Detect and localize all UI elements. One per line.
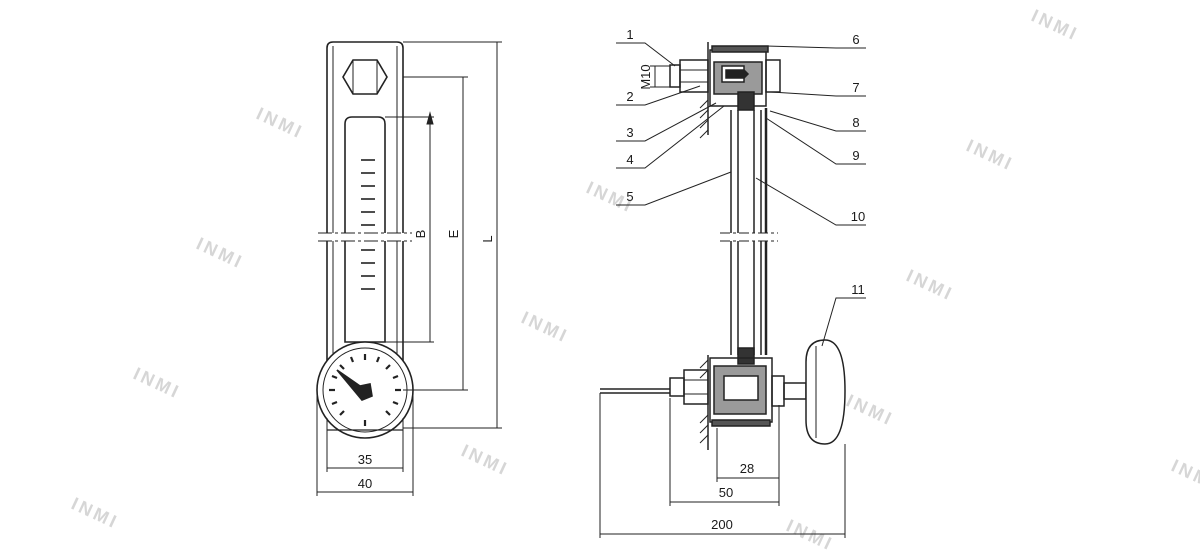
callout-3: 3 <box>626 125 633 140</box>
leader-6 <box>765 45 866 49</box>
watermark: INMI <box>783 515 837 554</box>
watermarks: INMI INMI INMI INMI INMI INMI INMI INMI … <box>68 5 1200 554</box>
dial-ticks <box>329 354 401 426</box>
dim-40-label: 40 <box>358 476 372 491</box>
watermark: INMI <box>903 265 957 304</box>
leader-4 <box>616 105 725 169</box>
watermark: INMI <box>1168 455 1200 494</box>
leader-2 <box>616 85 701 106</box>
dim-E-label: E <box>446 229 461 238</box>
top-hex-nut <box>342 59 388 95</box>
top-cap <box>711 45 769 53</box>
watermark: INMI <box>1028 5 1082 44</box>
dim-200-label: 200 <box>711 517 733 532</box>
front-frame-outline <box>326 41 404 416</box>
callout-6: 6 <box>852 32 859 47</box>
front-dimensions <box>316 41 502 496</box>
front-view <box>316 41 414 439</box>
break-gap <box>318 233 412 241</box>
callout-4: 4 <box>626 152 633 167</box>
leader-10 <box>755 177 866 226</box>
dim-B-arrow <box>426 111 434 125</box>
thread-label: M10 <box>638 64 653 89</box>
side-break-gap <box>720 233 778 241</box>
watermark: INMI <box>68 493 122 532</box>
drain-valve-knob <box>805 339 846 445</box>
top-bolt-tip <box>725 69 750 79</box>
callout-7: 7 <box>852 80 859 95</box>
side-view <box>600 42 846 450</box>
top-nut <box>679 59 709 93</box>
leader-1 <box>616 42 676 67</box>
callout-8: 8 <box>852 115 859 130</box>
bottom-nut <box>683 369 709 405</box>
dim-L-label: L <box>480 235 495 242</box>
callout-9: 9 <box>852 148 859 163</box>
leader-11 <box>821 297 866 347</box>
leader-9 <box>765 117 866 165</box>
bottom-seal <box>737 347 755 365</box>
callout-10: 10 <box>851 209 865 224</box>
leader-5 <box>616 171 732 206</box>
side-dimensions <box>599 65 846 538</box>
top-bolt-head <box>669 64 681 88</box>
watermark: INMI <box>518 307 572 346</box>
valve-stem <box>783 382 807 400</box>
dim-50-label: 50 <box>719 485 733 500</box>
dim-35-label: 35 <box>358 452 372 467</box>
dim-B-label: B <box>413 230 428 239</box>
level-scale <box>361 159 375 290</box>
watermark: INMI <box>193 233 247 272</box>
top-right-nut <box>765 59 781 93</box>
leader-8 <box>769 110 866 132</box>
callout-5: 5 <box>626 189 633 204</box>
sight-window <box>344 116 386 343</box>
callout-2: 2 <box>626 89 633 104</box>
callout-leaders <box>616 42 866 347</box>
callout-11: 11 <box>851 282 865 297</box>
leader-7 <box>770 91 866 97</box>
watermark: INMI <box>458 440 512 479</box>
valve-stem-housing <box>771 375 785 407</box>
leader-3 <box>616 102 717 142</box>
bottom-cap <box>711 419 771 427</box>
wall-hatching <box>699 99 709 444</box>
dial-pointer <box>336 369 373 401</box>
watermark: INMI <box>130 363 184 402</box>
bottom-bolt-head <box>669 377 685 397</box>
watermark: INMI <box>963 135 1017 174</box>
bottom-bore <box>723 375 759 401</box>
callout-1: 1 <box>626 27 633 42</box>
dim-28-label: 28 <box>740 461 754 476</box>
top-seal <box>737 91 755 111</box>
watermark: INMI <box>253 103 307 142</box>
watermark: INMI <box>843 390 897 429</box>
